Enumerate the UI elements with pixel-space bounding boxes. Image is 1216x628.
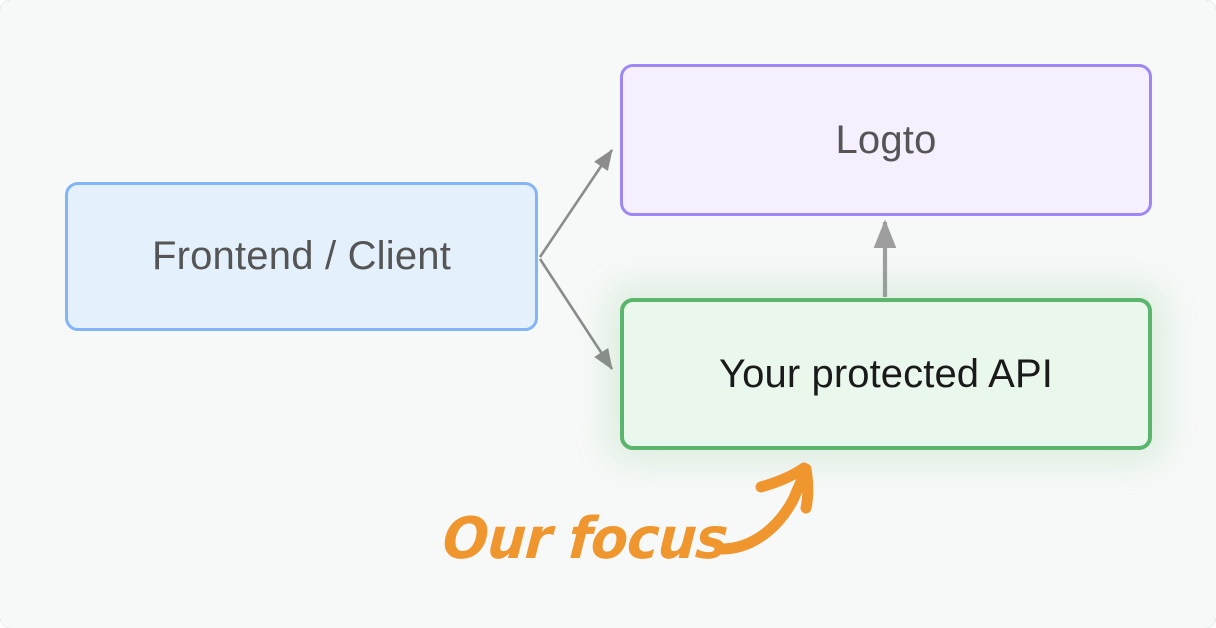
edge-frontend-to-logto [538,149,614,258]
node-frontend-client[interactable]: Frontend / Client [65,182,538,331]
node-frontend-client-label: Frontend / Client [151,234,452,278]
curved-arrow-up-right-icon [716,462,814,555]
node-logto[interactable]: Logto [620,64,1152,216]
node-logto-label: Logto [835,117,937,162]
edge-frontend-to-api [538,258,614,370]
node-your-protected-api-label: Your protected API [719,351,1053,396]
node-your-protected-api[interactable]: Your protected API [620,298,1152,450]
